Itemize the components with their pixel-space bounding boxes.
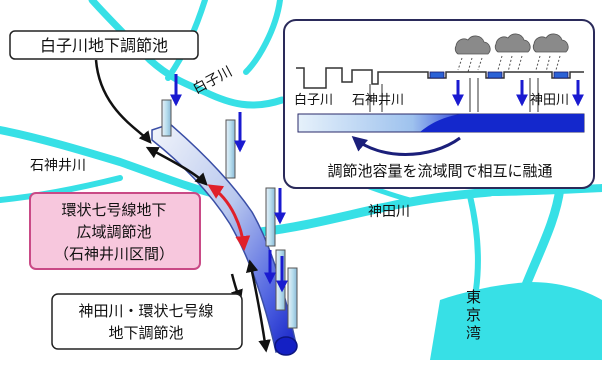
channel-fill <box>487 71 503 79</box>
shaft-kanda-1 <box>265 187 276 247</box>
shirako-river-line <box>88 0 286 109</box>
ring7-reservoir-box <box>29 192 201 270</box>
cloud-icon <box>454 35 491 55</box>
shakujii-label-arrow <box>145 146 208 186</box>
rain-line <box>545 55 551 73</box>
channel-fill <box>553 71 569 79</box>
river-to-bay <box>519 183 565 295</box>
tokyo-bay-char-2: 京 <box>466 306 481 324</box>
kanda-ring7-box <box>51 293 243 350</box>
ring7-reservoir-label: 環状七号線地下 広域調節池 （石神井川区間） <box>29 192 201 270</box>
kanda-river-label: 神田川 <box>368 204 410 220</box>
kanda-ring7-label: 神田川・環状七号線 地下調節池 <box>51 293 243 350</box>
shaft-kanda-3 <box>287 267 298 329</box>
cloud-icon <box>494 33 531 53</box>
tokyo-bay-shape <box>430 282 602 360</box>
storage-water-wedge <box>420 114 584 132</box>
inset-shirako-label: 白子川 <box>294 92 333 108</box>
ring7-line1: 環状七号線地下 <box>61 201 166 219</box>
rain-drops <box>457 55 561 73</box>
shirako-reservoir-text: 白子川地下調節池 <box>40 36 168 55</box>
shirako-label-arrow <box>94 59 152 144</box>
channel-fill <box>429 71 445 79</box>
kanda-ring7-arrow <box>245 259 271 353</box>
shakujii-river-label: 石神井川 <box>30 158 86 174</box>
river-channels <box>429 71 569 79</box>
shaft-shirako <box>161 99 172 137</box>
interflow-arrow <box>351 136 461 156</box>
ring7-line2: 広域調節池 <box>76 223 151 241</box>
inset-shakujii-label: 石神井川 <box>352 93 404 108</box>
inset-shafts <box>369 78 539 112</box>
rain-line <box>497 55 503 71</box>
ring7-line3: （石神井川区間） <box>54 245 174 263</box>
kanda-ring7-line2: 地下調節池 <box>108 324 183 342</box>
kanda-river-east <box>486 184 602 196</box>
rain-line <box>517 55 523 71</box>
tokyo-bay-label: 東 京 湾 <box>466 288 486 342</box>
shakujii-river-upper <box>0 175 123 203</box>
rain-line <box>555 55 561 71</box>
shakujii-river-line <box>0 126 226 200</box>
rain-line <box>467 57 473 73</box>
shirako-reservoir-label: 白子川地下調節池 <box>9 30 199 60</box>
ground-profile <box>296 67 584 89</box>
river-network <box>0 0 602 295</box>
kanda-ring7-line1: 神田川・環状七号線 <box>78 302 213 320</box>
tokyo-bay-char-3: 湾 <box>466 324 481 342</box>
rain-line <box>507 55 513 73</box>
shirako-river-branch2 <box>243 0 283 75</box>
inset-down-arrows <box>452 80 584 107</box>
ring7-red-arrow <box>207 184 251 251</box>
kanda-river-south <box>467 193 481 293</box>
inset-panel: 白子川 石神井川 神田川 調節池容量を流域間で相互に融通 <box>283 19 595 189</box>
rain-clouds <box>454 33 569 55</box>
rain-line <box>535 55 541 71</box>
kanda-river-line <box>255 187 495 237</box>
tokyo-bay-char-1: 東 <box>466 288 481 306</box>
tunnel-end-cap <box>274 336 298 356</box>
shaft-shakujii <box>225 119 236 179</box>
inset-caption: 調節池容量を流域間で相互に融通 <box>327 162 552 180</box>
inset-kanda-label: 神田川 <box>530 93 569 108</box>
shirako-reservoir-box <box>9 30 199 60</box>
cloud-icon <box>532 33 569 53</box>
